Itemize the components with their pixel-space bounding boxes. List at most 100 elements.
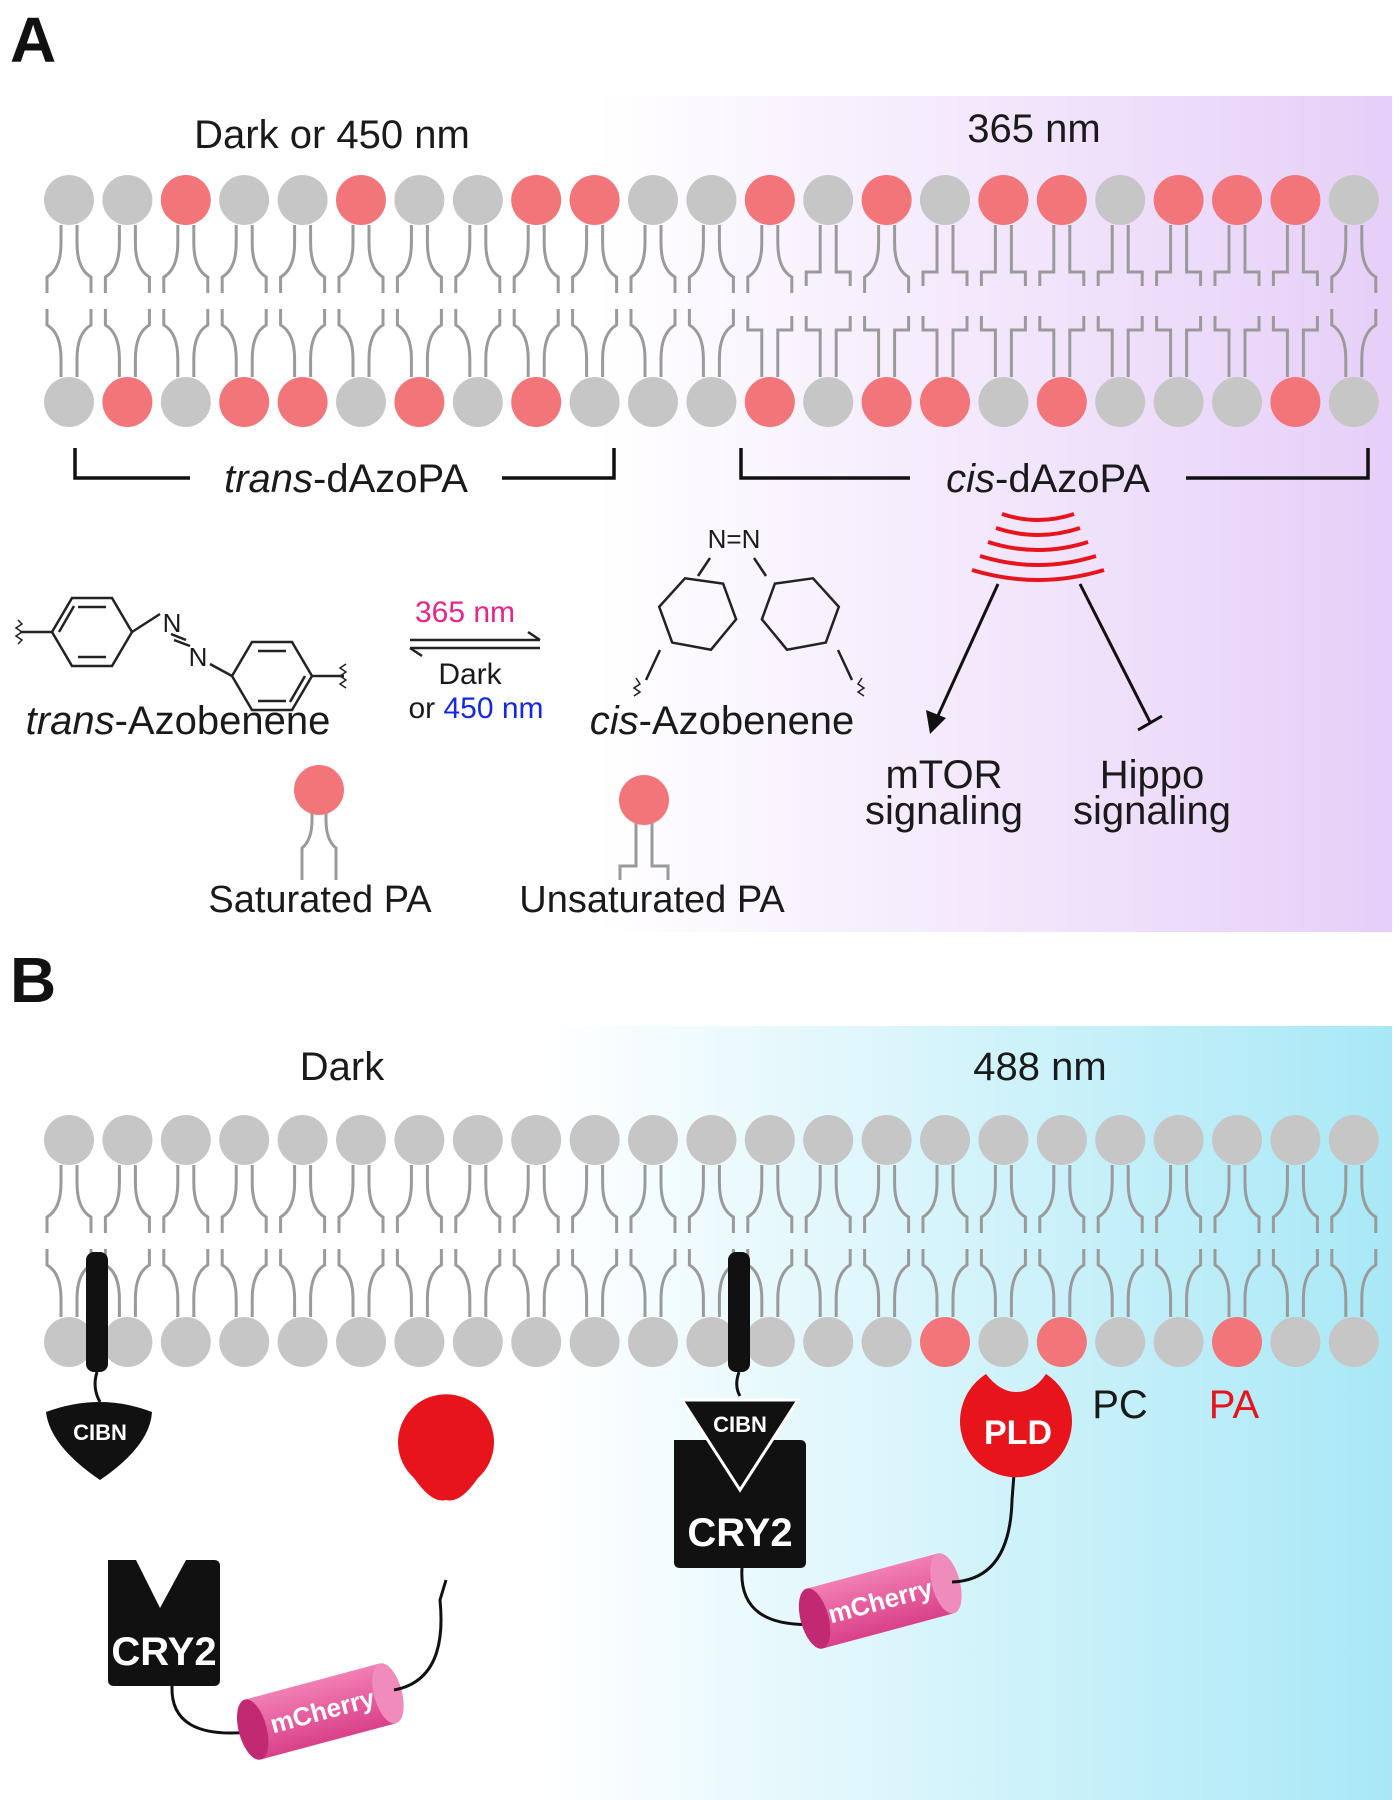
lipid-tail bbox=[103, 309, 151, 377]
lipid-tail bbox=[1038, 1165, 1086, 1233]
lipid-tail bbox=[1038, 225, 1086, 286]
lipid-head bbox=[686, 1115, 737, 1165]
lipid-head bbox=[394, 1317, 445, 1367]
lipid-head bbox=[686, 377, 737, 427]
pa-head bbox=[1036, 377, 1087, 427]
lipid-tail bbox=[454, 309, 502, 377]
lipid-tail bbox=[746, 225, 794, 293]
lipid-head bbox=[1270, 1317, 1321, 1367]
lipid-tail bbox=[1271, 316, 1319, 377]
cibn-linker-left bbox=[93, 1371, 102, 1403]
lipid-tail bbox=[1096, 225, 1144, 286]
legend-unsaturated-pa-icon bbox=[618, 775, 670, 880]
lipid-head bbox=[336, 1115, 386, 1165]
lipid-tail bbox=[921, 316, 969, 377]
legend-saturated-pa-label: Saturated PA bbox=[208, 879, 432, 921]
lipid-head bbox=[394, 175, 445, 225]
lipid-head bbox=[628, 1317, 678, 1367]
lipid-tail bbox=[629, 1249, 677, 1317]
trans-azobenzene-structure bbox=[14, 596, 348, 712]
lipid-tail bbox=[162, 1249, 210, 1317]
pa-head bbox=[102, 377, 153, 427]
lipid-tail bbox=[220, 1165, 268, 1233]
lipid-head bbox=[978, 1115, 1029, 1165]
lipid-head bbox=[336, 377, 386, 427]
lipid-tail bbox=[337, 225, 385, 293]
cry2-shape-left bbox=[108, 1560, 220, 1686]
lipid-tail bbox=[454, 225, 502, 293]
lipid-tail bbox=[687, 225, 735, 293]
lipid-tail bbox=[1155, 1165, 1203, 1233]
lipid-head bbox=[803, 175, 854, 225]
pa-head bbox=[978, 175, 1029, 225]
lipid-tail bbox=[103, 1165, 151, 1233]
equilibrium-arrows bbox=[409, 630, 541, 658]
legend-saturated-pa-icon bbox=[294, 765, 344, 880]
pa-head bbox=[861, 175, 912, 225]
lipid-head bbox=[628, 377, 678, 427]
pld-shape-left bbox=[398, 1394, 494, 1501]
lipid-tail bbox=[220, 1249, 268, 1317]
lipid-head bbox=[452, 377, 503, 427]
lipid-head bbox=[920, 175, 970, 225]
lipid-tail bbox=[1330, 225, 1378, 293]
lipid-tail bbox=[979, 1249, 1027, 1317]
lipid-head bbox=[686, 1317, 737, 1367]
pa-head bbox=[160, 175, 211, 225]
lipid-tail bbox=[454, 1249, 502, 1317]
lipid-tail bbox=[746, 316, 794, 377]
trans-azo-n2: N bbox=[189, 642, 208, 672]
mtor-label-line2: signaling bbox=[865, 789, 1023, 833]
pa-head bbox=[569, 175, 620, 225]
lipid-head bbox=[219, 175, 270, 225]
lipid-tail bbox=[979, 316, 1027, 377]
lipid-tail bbox=[1155, 316, 1203, 377]
lipid-head bbox=[861, 1317, 912, 1367]
lipid-head bbox=[1095, 377, 1146, 427]
lipid-tail bbox=[162, 1165, 210, 1233]
lipid-tail bbox=[571, 1165, 619, 1233]
lipid-tail bbox=[1330, 309, 1378, 377]
cis-azobenzene-label: cis-Azobenene bbox=[590, 699, 855, 743]
mtor-label-line1: mTOR bbox=[885, 753, 1002, 797]
lipid-tail bbox=[45, 225, 93, 293]
lipid-head bbox=[277, 1115, 328, 1165]
lipid-tail bbox=[1155, 1249, 1203, 1317]
cibn-shape-right bbox=[679, 1398, 801, 1493]
lipid-head bbox=[1328, 377, 1379, 427]
lipid-head bbox=[628, 1115, 678, 1165]
lipid-head bbox=[277, 1317, 328, 1367]
lipid-head bbox=[160, 1317, 211, 1367]
lipid-tail bbox=[1096, 1165, 1144, 1233]
pa-head bbox=[219, 377, 270, 427]
membrane-a bbox=[44, 175, 1379, 427]
lipid-head bbox=[277, 175, 328, 225]
pa-head bbox=[920, 1317, 970, 1367]
lipid-head bbox=[394, 1115, 445, 1165]
lipid-head bbox=[102, 1115, 153, 1165]
cis-dazopa-label: cis-dAzoPA bbox=[946, 457, 1150, 501]
pa-head bbox=[744, 377, 795, 427]
linker-mcherry-pld-left bbox=[393, 1579, 448, 1692]
pa-head bbox=[861, 377, 912, 427]
lipid-tail bbox=[220, 225, 268, 293]
lipid-tail bbox=[1038, 1249, 1086, 1317]
lipid-head bbox=[44, 175, 94, 225]
lipid-tail bbox=[863, 1165, 911, 1233]
lipid-tail bbox=[1213, 316, 1261, 377]
lipid-head bbox=[1153, 377, 1204, 427]
lipid-tail bbox=[337, 1249, 385, 1317]
lipid-head bbox=[452, 1317, 503, 1367]
lipid-tail bbox=[337, 309, 385, 377]
pa-label: PA bbox=[1209, 1383, 1260, 1427]
lipid-head bbox=[44, 1115, 94, 1165]
lipid-head bbox=[744, 1115, 795, 1165]
lipid-head bbox=[1036, 1115, 1087, 1165]
lipid-head bbox=[511, 1115, 562, 1165]
lipid-tail bbox=[1213, 1249, 1261, 1317]
cibn-anchor-right bbox=[728, 1252, 750, 1372]
membrane-b bbox=[44, 1115, 1379, 1367]
activation-arrow bbox=[934, 583, 1000, 721]
cibn-shape-left bbox=[46, 1402, 152, 1480]
